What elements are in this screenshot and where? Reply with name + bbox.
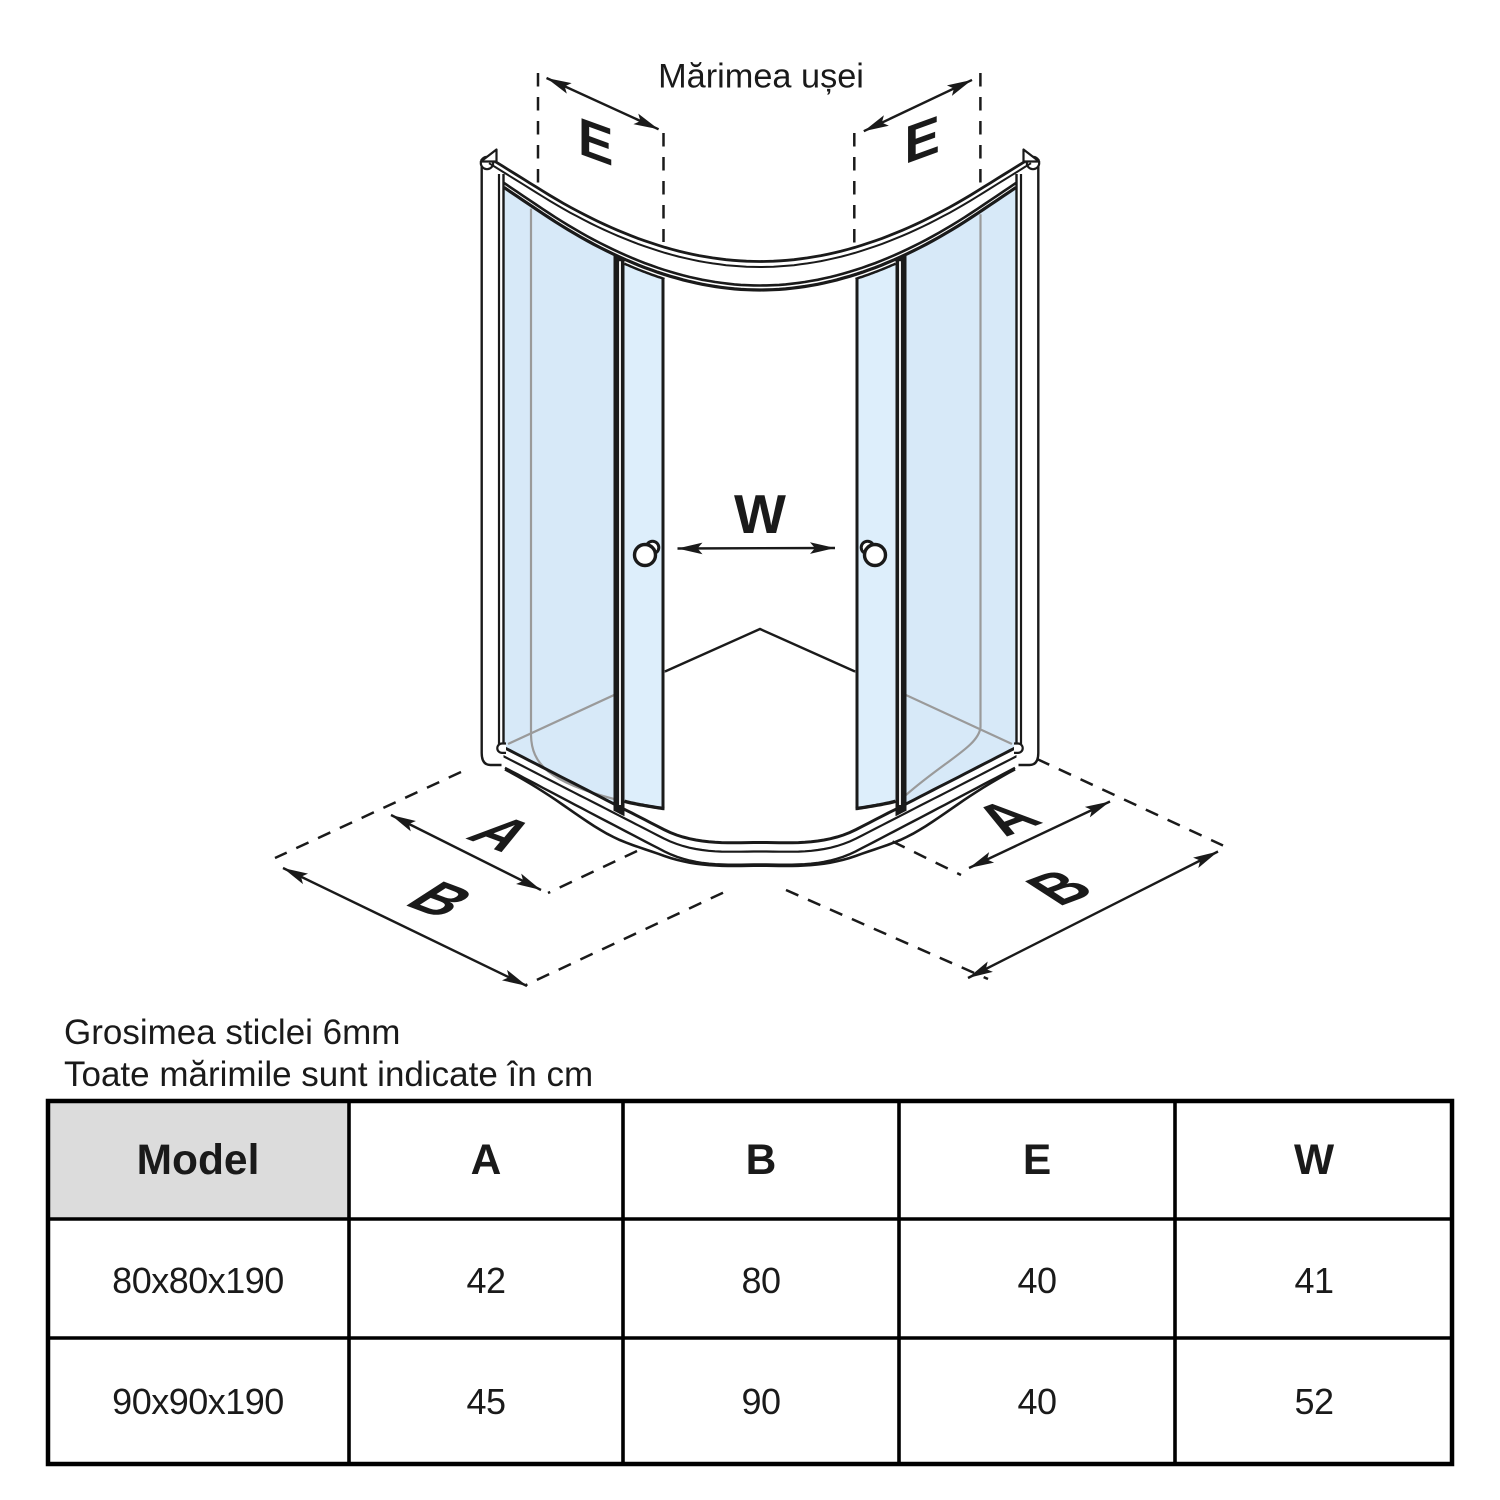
svg-text:Mărimea ușei: Mărimea ușei xyxy=(658,58,864,96)
svg-text:41: 41 xyxy=(1294,1260,1333,1301)
svg-text:E: E xyxy=(578,105,613,178)
svg-text:40: 40 xyxy=(1017,1381,1056,1422)
svg-text:W: W xyxy=(1294,1137,1335,1184)
svg-text:Grosimea sticlei 6mm: Grosimea sticlei 6mm xyxy=(64,1013,400,1052)
svg-text:Toate mărimile sunt indicate î: Toate mărimile sunt indicate în cm xyxy=(64,1055,593,1094)
svg-text:42: 42 xyxy=(466,1260,505,1301)
svg-text:80x80x190: 80x80x190 xyxy=(112,1260,284,1301)
svg-text:40: 40 xyxy=(1017,1260,1056,1301)
svg-text:W: W xyxy=(734,483,786,545)
svg-text:90: 90 xyxy=(741,1381,780,1422)
svg-text:E: E xyxy=(1023,1137,1051,1184)
svg-text:E: E xyxy=(905,103,940,176)
svg-text:A: A xyxy=(471,1137,502,1184)
svg-text:52: 52 xyxy=(1294,1381,1333,1422)
svg-text:B: B xyxy=(746,1137,777,1184)
svg-text:80: 80 xyxy=(741,1260,780,1301)
svg-text:90x90x190: 90x90x190 xyxy=(112,1381,284,1422)
svg-text:45: 45 xyxy=(466,1381,505,1422)
svg-text:Model: Model xyxy=(137,1137,260,1184)
